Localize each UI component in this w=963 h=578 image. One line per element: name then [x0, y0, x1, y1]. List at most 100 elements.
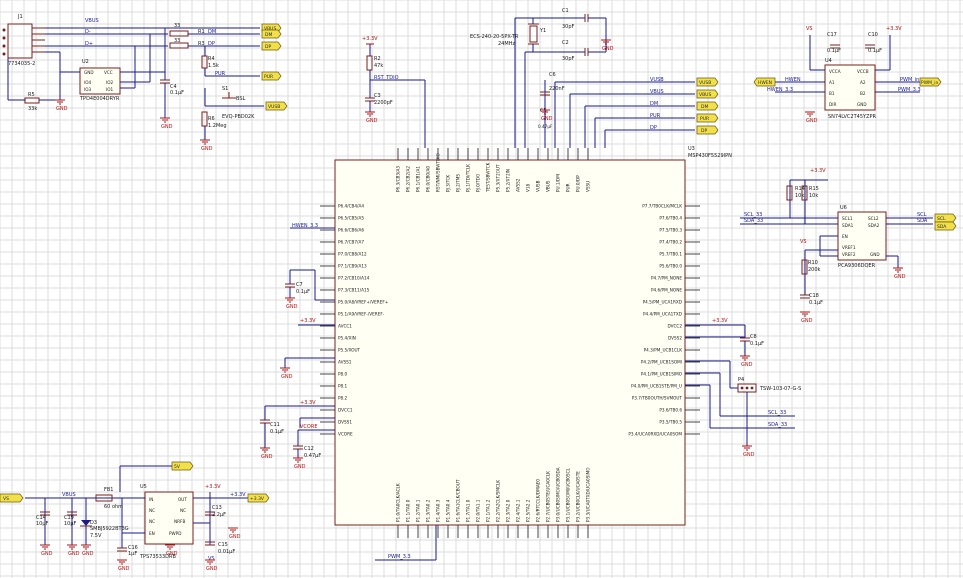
c6-value: 220nF [549, 86, 565, 92]
mcu-top-pin-label: P6.1/CB1/A1 [416, 166, 421, 192]
port-vusb-label: VUSB [268, 104, 280, 110]
mcu-bottom-pin-label: P2.6/RTCCLK/DMAE0 [536, 479, 541, 522]
fb1-designator: FB1 [104, 487, 114, 493]
u2-pin-io2: IO2 [106, 80, 114, 85]
u2-pin-vcc: VCC [104, 70, 113, 75]
mcu-bottom-pin-label: P1.1/TA0.0 [406, 499, 411, 522]
c4-designator: C4 [170, 84, 177, 90]
ground-label: GND [56, 106, 68, 112]
c15-value: 0.01µF [218, 549, 235, 555]
s1-part: EVQ-PBD02K [222, 114, 255, 120]
u5-part: TPS73533DRB [139, 554, 176, 560]
ground-symbol: GND [293, 457, 306, 470]
u6-net-sda: SDA [917, 218, 928, 224]
u5-pin-pwpd: PWPD [169, 531, 181, 536]
mcu-left-pin-label: P8.1 [338, 384, 348, 389]
mcu-top-pin-label: VBUS [546, 180, 551, 192]
c5-value: 0.47µF [538, 124, 553, 129]
ground-symbol: GND [165, 544, 178, 557]
mcu-right-pin-label: DVCC2 [667, 324, 682, 329]
r6-resistor: R6 1.2Meg [201, 111, 227, 140]
port-vs-label: VS [3, 496, 9, 502]
r2-value: 47k [374, 63, 383, 69]
u5-pin-in: IN [149, 497, 153, 502]
d3-value: 7.5V [90, 533, 102, 539]
mcu-body [334, 159, 686, 526]
ground-label: GND [161, 124, 173, 130]
mcu-bottom-pin-label: P2.2/TA2CLK/SMCLK [496, 480, 501, 522]
mcu-left-pin-label: P7.3/CB11/A15 [338, 288, 370, 293]
ground-label: GND [281, 374, 293, 380]
mcu-left-pin-label: P7.0/CB8/A12 [338, 252, 367, 257]
u4-pin-vccb: VCCB [857, 69, 869, 74]
r3-net: DP [208, 41, 215, 47]
ground-symbol: GND [740, 355, 753, 368]
c1-value: 30pF [562, 24, 575, 30]
j1-net-dm: D- [85, 29, 91, 35]
c12-value: 0.47µF [304, 453, 321, 459]
u4-pin-b2: B2 [860, 91, 866, 96]
port-dm-label: DM [265, 32, 272, 38]
r3-value: 33 [174, 38, 180, 44]
mcu-left-pin-label: P5.5/XOUT [338, 348, 361, 353]
u4-pin-b1: B1 [829, 91, 835, 96]
mcu-top-pin-label: P6.3/CB3/A3 [396, 166, 401, 192]
mcu-right-pin-label: P4.1/PM_UCB1SIMO [641, 372, 683, 377]
r15-designator: R15 [809, 186, 819, 192]
c10-value: 0.1µF [868, 48, 882, 54]
c8-designator: C8 [750, 334, 757, 340]
mcu-right-pin-label: P4.7/PM_NONE [651, 276, 682, 281]
c13-value: 2.2µF [212, 512, 226, 518]
c19-value: 10µF [64, 521, 77, 527]
u6-pin-scl1: SCL1 [842, 216, 853, 221]
mcu-left-pin-label: VCORE [338, 432, 353, 437]
u5-pin-nc3: NC [180, 508, 186, 513]
u5-pin-nrfb: NRFB [174, 519, 185, 524]
port-vusb2-label: VUSB [699, 80, 711, 86]
mcu-bottom-pin-label: P2.5/TA2.2 [526, 499, 531, 522]
r1-value: 33 [174, 23, 180, 29]
mcu-bottom-pin-label: P1.6/TA1CLK/CBOUT [456, 479, 461, 522]
reset-network: +3.3V R2 47k RST_TDIO C3 2200pF [362, 36, 426, 148]
mcu-right-pin-label: P5.7/TB0.1 [659, 252, 682, 257]
mcu-top-pin-label: P5.2/XT2IN [506, 169, 511, 192]
mcu-bottom-pin-label: P2.1/TA1.2 [486, 499, 491, 522]
mcu-part: MSP430F5529IPN [688, 153, 732, 159]
fb1-value: 60 ohm [104, 504, 123, 510]
u4-supply: +3.3V [886, 26, 902, 32]
j1-pins [32, 27, 45, 53]
j1-net-vbus: VBUS [85, 18, 99, 24]
ground-symbol: GND [40, 544, 53, 557]
c10-designator: C10 [868, 32, 878, 38]
net-dp: DP [650, 125, 657, 131]
mcu-left-pin-label: P5.4/XIN [338, 336, 356, 341]
c4-capacitor: C4 0.1µF [160, 28, 184, 118]
mcu-right-pin-label: P3.7/TB0OUTH/SVMOUT [632, 396, 683, 401]
mcu-top-pin-label: PU.1/DM [556, 174, 561, 192]
c18-designator: C18 [809, 293, 819, 299]
mcu-left-pin-label: P7.2/CB10/A14 [338, 276, 370, 281]
c2-value: 30pF [562, 56, 575, 62]
c6-designator: C6 [549, 72, 556, 78]
port-vbus-label: VBUS [264, 26, 276, 32]
mcu-left-pin-label: P6.6/CB6/A6 [338, 228, 364, 233]
mcu-bottom-pin-label: P2.3/TA2.0 [506, 499, 511, 522]
net-pur: PUR [650, 113, 661, 119]
left-supply-2: +3.3V [300, 400, 316, 406]
u5-pin-nc2: NC [149, 519, 155, 524]
mcu-bottom-pin-label: P2.0/TA1.1 [476, 499, 481, 522]
mcu-top-pin-label: AVSS2 [516, 178, 521, 192]
y1-part: ECS-240-20-5PX-TR [470, 34, 519, 40]
r1-designator: R1 [198, 29, 205, 35]
ground-label: GND [366, 118, 378, 124]
u5-designator: U5 [140, 484, 147, 490]
reg-vs-net: VS [208, 556, 215, 562]
right-net-sda: SDA_33 [768, 422, 787, 428]
r5-designator: R5 [28, 92, 35, 98]
mcu-bottom-pin-label: P1.3/TA0.2 [426, 499, 431, 522]
ground-label: GND [206, 566, 218, 572]
mcu-left-pin-label: AVCC1 [338, 324, 352, 329]
